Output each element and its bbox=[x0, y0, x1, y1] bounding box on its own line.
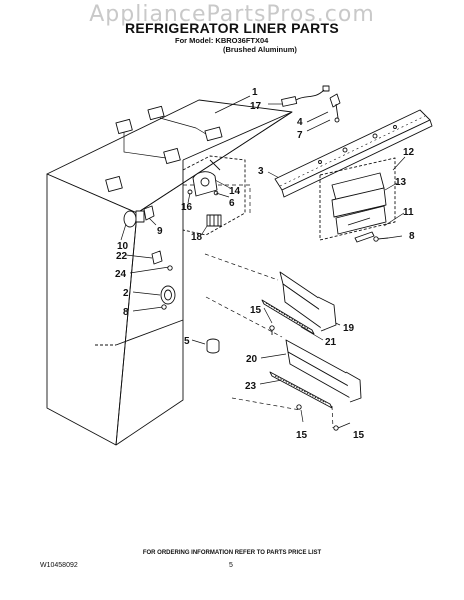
callout-23: 23 bbox=[245, 381, 257, 392]
damper-bracket bbox=[151, 250, 173, 271]
callout-15c: 15 bbox=[353, 430, 365, 441]
callout-10: 10 bbox=[117, 241, 129, 252]
callout-2: 2 bbox=[123, 288, 129, 299]
lower-slide-rail bbox=[269, 339, 362, 431]
callout-24: 24 bbox=[115, 269, 127, 280]
variant-line: (Brushed Aluminum) bbox=[223, 45, 297, 54]
wire-harness bbox=[281, 85, 330, 107]
callout-8b: 8 bbox=[123, 307, 129, 318]
callout-15b: 15 bbox=[296, 430, 308, 441]
page-number: 5 bbox=[229, 562, 233, 569]
callout-22: 22 bbox=[116, 251, 128, 262]
upper-slide-rail bbox=[261, 271, 337, 335]
evaporator-cover bbox=[274, 109, 433, 198]
callout-11: 11 bbox=[403, 207, 414, 218]
callout-labels: 1 17 4 7 3 12 13 11 8 14 6 16 9 10 22 24… bbox=[115, 87, 415, 441]
document-number: W10458092 bbox=[40, 562, 78, 569]
duct-pin bbox=[354, 231, 389, 243]
callout-17: 17 bbox=[250, 101, 262, 112]
callout-1: 1 bbox=[252, 87, 258, 98]
connector-clip bbox=[206, 214, 222, 227]
thermistor-bracket bbox=[329, 93, 341, 123]
page-title: REFRIGERATOR LINER PARTS bbox=[124, 20, 340, 36]
cabinet-liner bbox=[46, 99, 293, 446]
thermostat-knob bbox=[160, 285, 176, 310]
air-duct-assembly bbox=[319, 157, 396, 241]
light-bulb-socket bbox=[123, 205, 155, 228]
watermark-text: AppliancePartsPros.com bbox=[89, 2, 375, 27]
callout-13: 13 bbox=[395, 177, 407, 188]
callout-7: 7 bbox=[297, 130, 303, 141]
callout-3: 3 bbox=[258, 166, 264, 177]
callout-6: 6 bbox=[229, 198, 235, 209]
callout-9: 9 bbox=[157, 226, 163, 237]
callout-15a: 15 bbox=[250, 305, 262, 316]
callout-20: 20 bbox=[246, 354, 258, 365]
ordering-note: FOR ORDERING INFORMATION REFER TO PARTS … bbox=[142, 550, 322, 556]
callout-4: 4 bbox=[297, 117, 303, 128]
callout-12: 12 bbox=[403, 147, 415, 158]
roller-cap bbox=[206, 338, 220, 354]
model-line: For Model: KBRO36FTX04 bbox=[175, 36, 269, 45]
callout-8a: 8 bbox=[409, 231, 415, 242]
callout-5: 5 bbox=[184, 336, 190, 347]
callout-18: 18 bbox=[191, 232, 203, 243]
callout-21: 21 bbox=[325, 337, 337, 348]
callout-16: 16 bbox=[181, 202, 193, 213]
callout-14: 14 bbox=[229, 186, 241, 197]
callout-19: 19 bbox=[343, 323, 355, 334]
light-control-assembly bbox=[182, 155, 246, 236]
